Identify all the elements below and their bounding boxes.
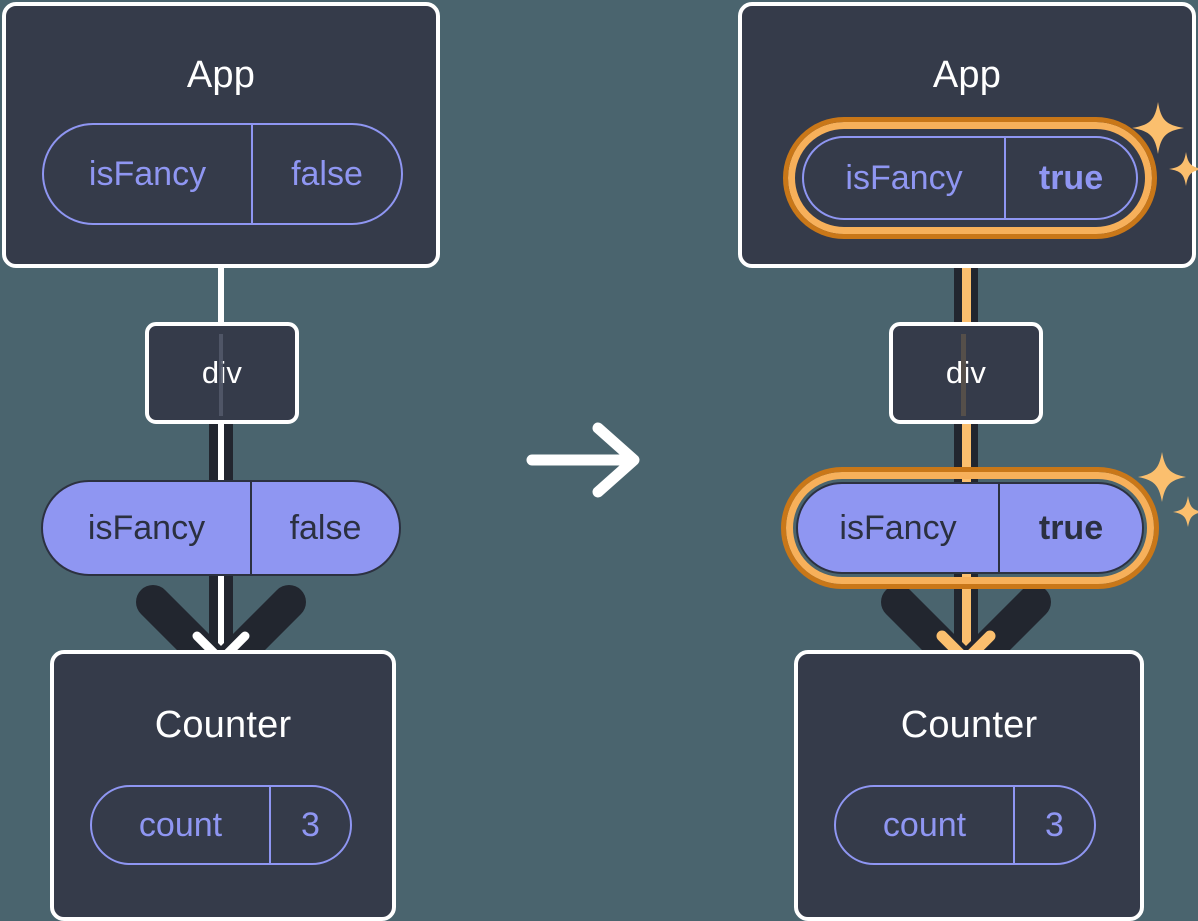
- prop-state-pill-key: isFancy: [87, 508, 206, 547]
- counter-title: Counter: [154, 704, 292, 746]
- counter-state-pill-key: count: [882, 805, 967, 844]
- counter-state-pill[interactable]: count 3: [834, 785, 1096, 865]
- connector-app-to-div: [218, 262, 224, 328]
- app-state-pill-key: isFancy: [88, 154, 207, 193]
- connector-app-to-div-core: [962, 236, 971, 328]
- prop-state-pill-key: isFancy: [839, 508, 957, 547]
- connector-pill-to-counter-core: [218, 562, 224, 670]
- connector-through-div: [961, 334, 966, 416]
- transition-arrow-icon: [526, 422, 640, 498]
- app-component-box[interactable]: App: [738, 2, 1196, 268]
- app-state-pill-key: isFancy: [845, 158, 963, 197]
- prop-state-pill[interactable]: isFancy true: [796, 482, 1144, 574]
- panel-after: App isFancy true div isFancy true: [736, 0, 1198, 921]
- sparkle-icon-prop: [1138, 452, 1198, 527]
- app-state-pill[interactable]: isFancy false: [42, 123, 403, 225]
- connector-pill-to-counter-core: [962, 560, 971, 670]
- prop-state-pill-value: false: [250, 482, 399, 574]
- connector-through-div: [219, 334, 223, 416]
- div-element-box[interactable]: div: [889, 322, 1043, 424]
- prop-state-pill[interactable]: isFancy false: [41, 480, 401, 576]
- app-title: App: [186, 54, 256, 96]
- sparkle-icon-app: [1132, 102, 1198, 186]
- panel-before: App isFancy false div isFancy false Coun…: [0, 0, 450, 921]
- counter-state-pill-value: 3: [269, 787, 350, 863]
- counter-title: Counter: [900, 704, 1038, 746]
- app-title: App: [932, 54, 1002, 96]
- connector-div-to-pill-core: [962, 420, 971, 492]
- app-state-pill-value: true: [1004, 138, 1136, 218]
- prop-state-pill-value: true: [998, 484, 1142, 572]
- counter-state-pill[interactable]: count 3: [90, 785, 352, 865]
- counter-state-pill-value: 3: [1013, 787, 1094, 863]
- counter-state-pill-key: count: [138, 805, 223, 844]
- app-state-pill-value: false: [251, 125, 401, 223]
- app-state-pill[interactable]: isFancy true: [802, 136, 1138, 220]
- connector-div-to-pill-core: [218, 420, 224, 492]
